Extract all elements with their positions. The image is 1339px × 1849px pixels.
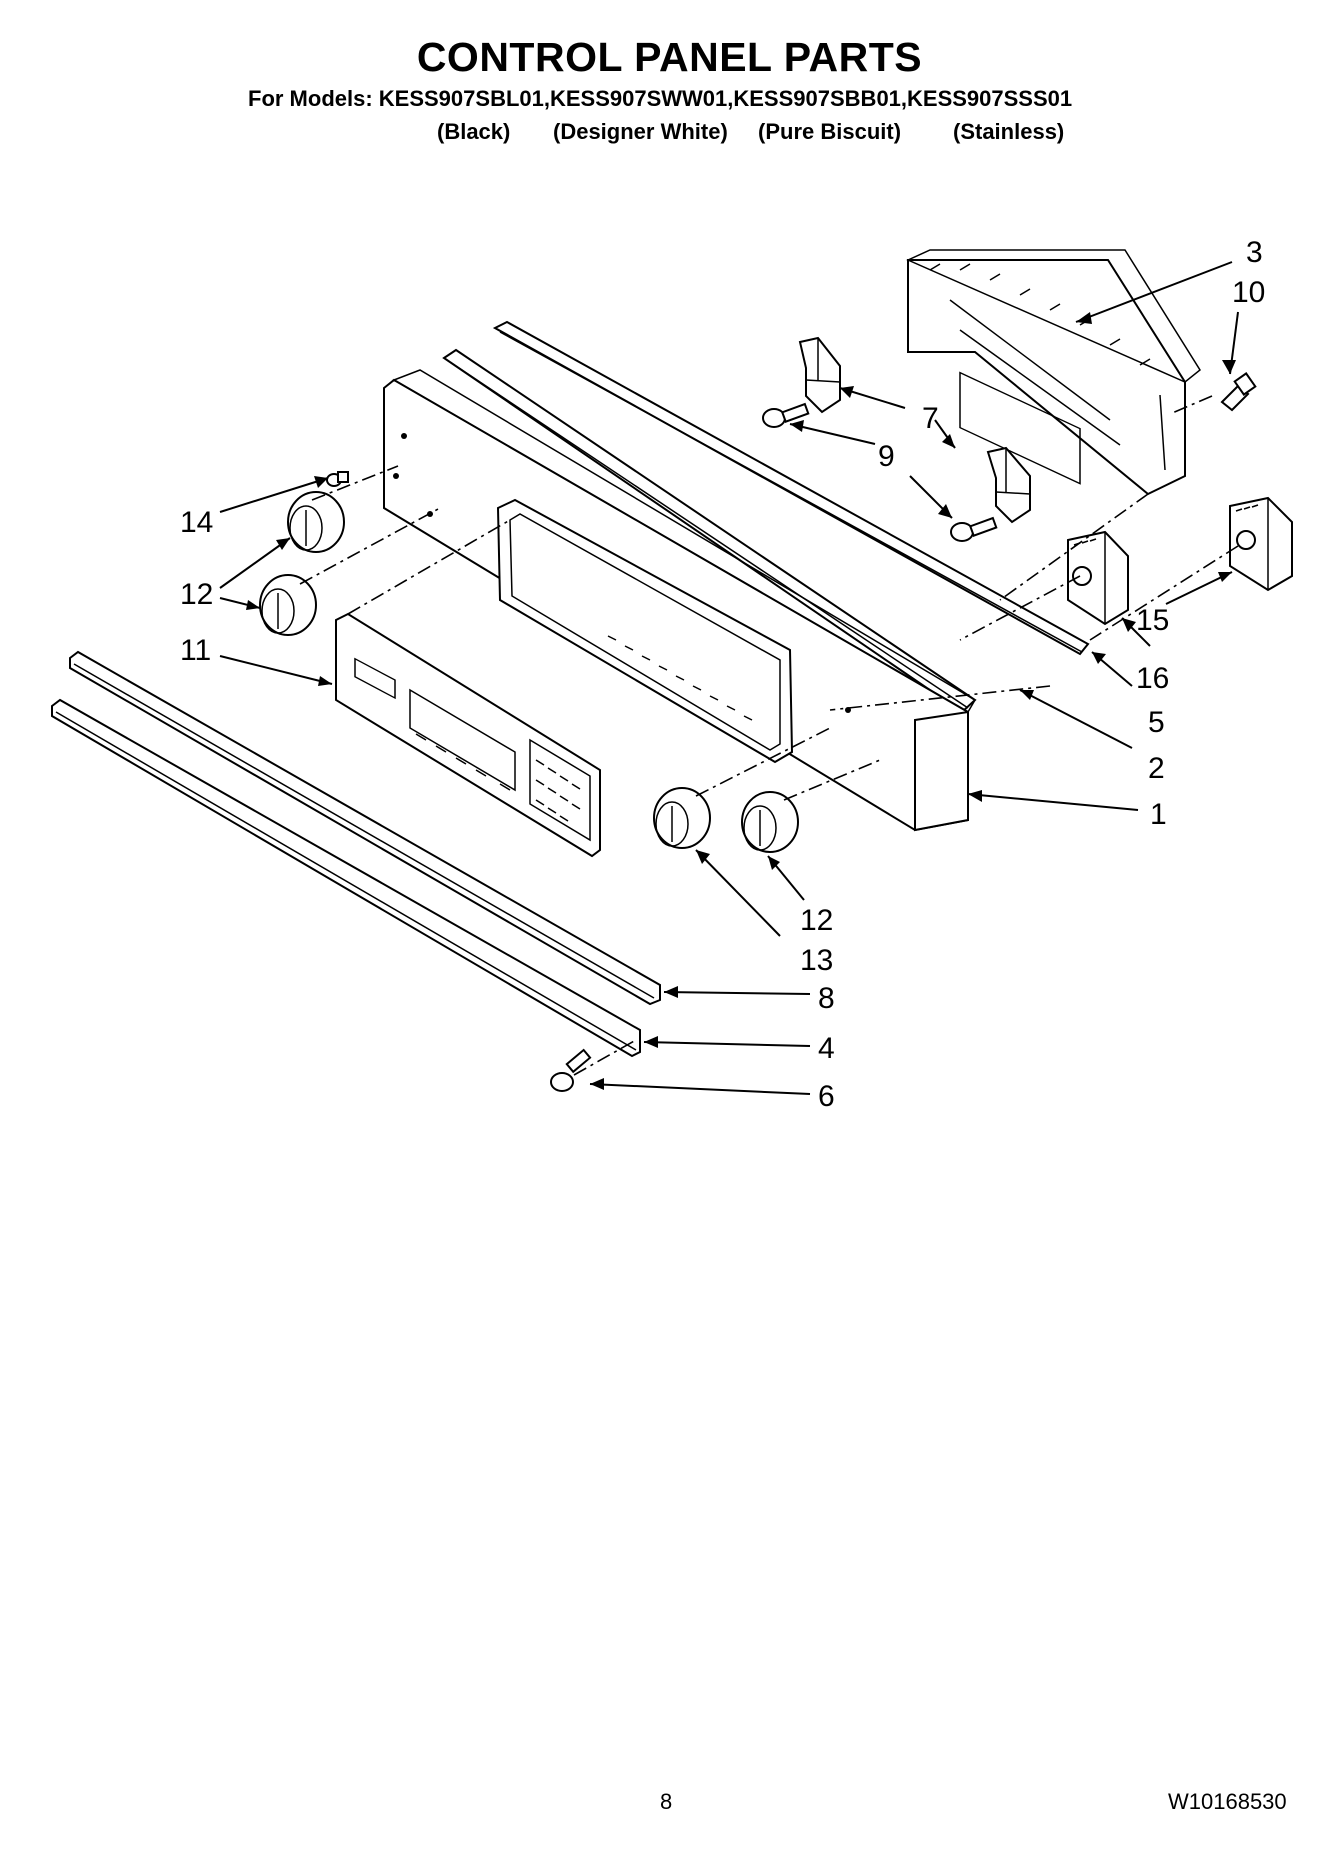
switch-part-16 [1067, 530, 1129, 626]
callout-16: 16 [1136, 662, 1169, 695]
callout-4: 4 [818, 1032, 835, 1065]
callout-9: 9 [878, 440, 895, 473]
bottom-trim-part-8 [69, 650, 661, 1006]
screw-part-6 [550, 1048, 592, 1092]
callout-5: 5 [1148, 706, 1165, 739]
callout-2: 2 [1148, 752, 1165, 785]
bracket-part-7a [798, 336, 841, 414]
callout-12-left: 12 [180, 578, 213, 611]
callout-1: 1 [1150, 798, 1167, 831]
knob-part-12-upper [287, 491, 345, 553]
alignment-lines [299, 395, 1239, 1076]
variant-label-black: (Black) [437, 119, 511, 144]
callout-6: 6 [818, 1080, 835, 1113]
trim-strip-part-5 [492, 320, 1090, 656]
variant-label-pure-biscuit: (Pure Biscuit) [758, 119, 902, 144]
bottom-strip-part-4 [51, 698, 641, 1058]
callout-13: 13 [800, 944, 833, 977]
variant-label-stainless: (Stainless) [953, 119, 1065, 144]
screw-part-14 [326, 471, 349, 487]
backguard-panel-part-1 [383, 369, 977, 832]
knob-part-13 [653, 787, 711, 849]
callout-11: 11 [180, 634, 211, 667]
screw-part-9a [762, 402, 810, 428]
document-number: W10168530 [1168, 1789, 1287, 1814]
variant-label-designer-white: (Designer White) [553, 119, 728, 144]
knob-part-12-lower [259, 574, 317, 636]
bracket-part-7b [986, 446, 1031, 524]
callout-14: 14 [180, 506, 213, 539]
screw-part-10 [1220, 372, 1257, 412]
callout-10: 10 [1232, 276, 1265, 309]
models-line: For Models: KESS907SBL01,KESS907SWW01,KE… [248, 86, 1073, 111]
switch-part-15 [1229, 496, 1293, 592]
touch-overlay-part-11 [335, 612, 601, 858]
callout-8: 8 [818, 982, 835, 1015]
screw-part-9b [950, 516, 998, 542]
callout-3: 3 [1246, 236, 1263, 269]
knob-part-12-right [741, 791, 799, 853]
leader-lines [219, 261, 1239, 1095]
callout-15: 15 [1136, 604, 1169, 637]
callout-7: 7 [922, 402, 939, 435]
page-title: CONTROL PANEL PARTS [416, 34, 923, 80]
callout-12-right: 12 [800, 904, 833, 937]
control-board-part [906, 249, 1201, 496]
page-number: 8 [660, 1789, 673, 1814]
